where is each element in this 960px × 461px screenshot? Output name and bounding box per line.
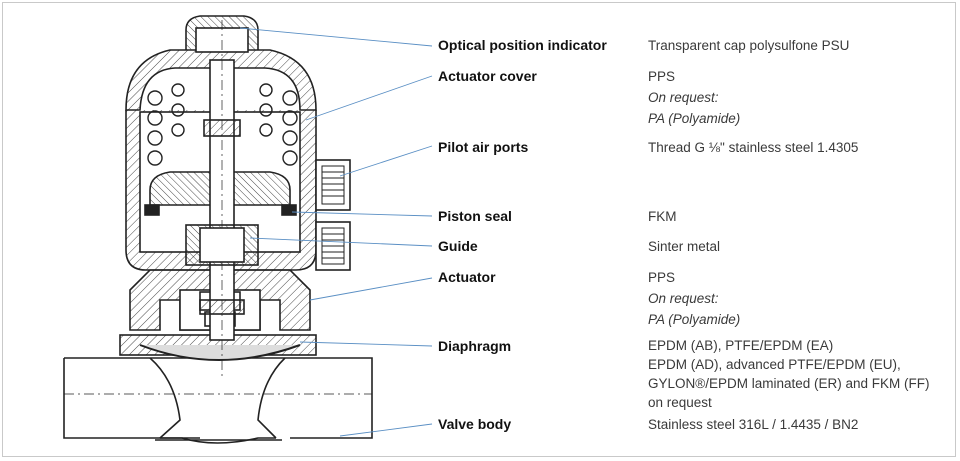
piston-seal-right bbox=[281, 204, 297, 216]
label-actuator: Actuator bbox=[438, 269, 496, 285]
desc-pilot-air-ports: Thread G ⅛" stainless steel 1.4305 bbox=[648, 137, 948, 158]
desc-guide: Sinter metal bbox=[648, 236, 948, 257]
leader-actuator bbox=[309, 277, 433, 301]
desc-on-request: On request: bbox=[648, 291, 719, 306]
desc-line: EPDM (AD), advanced PTFE/EPDM (EU), bbox=[648, 357, 901, 372]
label-guide: Guide bbox=[438, 238, 478, 254]
desc-diaphragm: EPDM (AB), PTFE/EPDM (EA) EPDM (AD), adv… bbox=[648, 336, 948, 412]
leader-optical bbox=[239, 27, 433, 47]
pilot-port-upper bbox=[315, 159, 351, 211]
valve-body-weir bbox=[149, 357, 286, 439]
desc-line: Sinter metal bbox=[648, 239, 721, 254]
desc-optical-indicator: Transparent cap polysulfone PSU bbox=[648, 35, 948, 56]
desc-line: GYLON®/EPDM laminated (ER) and FKM (FF) bbox=[648, 376, 930, 391]
leader-body bbox=[339, 423, 433, 437]
desc-line: Transparent cap polysulfone PSU bbox=[648, 38, 850, 53]
desc-alt-material: PA (Polyamide) bbox=[648, 312, 741, 327]
desc-alt-material: PA (Polyamide) bbox=[648, 111, 741, 126]
leader-pilot bbox=[339, 145, 433, 177]
desc-line: on request bbox=[648, 395, 712, 410]
desc-line: EPDM (AB), PTFE/EPDM (EA) bbox=[648, 338, 834, 353]
desc-line: Thread G ⅛" stainless steel 1.4305 bbox=[648, 140, 859, 155]
valve-body-pipe bbox=[63, 357, 373, 439]
desc-line: FKM bbox=[648, 209, 677, 224]
leader-diaphragm bbox=[299, 341, 433, 347]
desc-piston-seal: FKM bbox=[648, 206, 948, 227]
desc-line: PPS bbox=[648, 270, 676, 285]
leader-guide bbox=[249, 237, 433, 247]
piston-seal-left bbox=[144, 204, 160, 216]
label-valve-body: Valve body bbox=[438, 416, 512, 432]
leader-lines bbox=[239, 27, 433, 437]
label-actuator-cover: Actuator cover bbox=[438, 68, 537, 84]
leader-piston bbox=[291, 211, 433, 217]
diaphragm bbox=[139, 344, 301, 361]
desc-on-request: On request: bbox=[648, 90, 719, 105]
leader-cover bbox=[305, 75, 433, 121]
desc-line: PPS bbox=[648, 69, 676, 84]
label-pilot-air-ports: Pilot air ports bbox=[438, 139, 529, 155]
desc-actuator-cover: PPS On request: PA (Polyamide) bbox=[648, 66, 948, 129]
label-piston-seal: Piston seal bbox=[438, 208, 512, 224]
label-diaphragm: Diaphragm bbox=[438, 338, 512, 354]
desc-line: Stainless steel 316L / 1.4435 / BN2 bbox=[648, 417, 859, 432]
actuator-cover bbox=[125, 49, 317, 111]
desc-actuator: PPS On request: PA (Polyamide) bbox=[648, 267, 948, 330]
label-optical-indicator: Optical position indicator bbox=[438, 37, 607, 53]
desc-valve-body: Stainless steel 316L / 1.4435 / BN2 bbox=[648, 414, 948, 435]
